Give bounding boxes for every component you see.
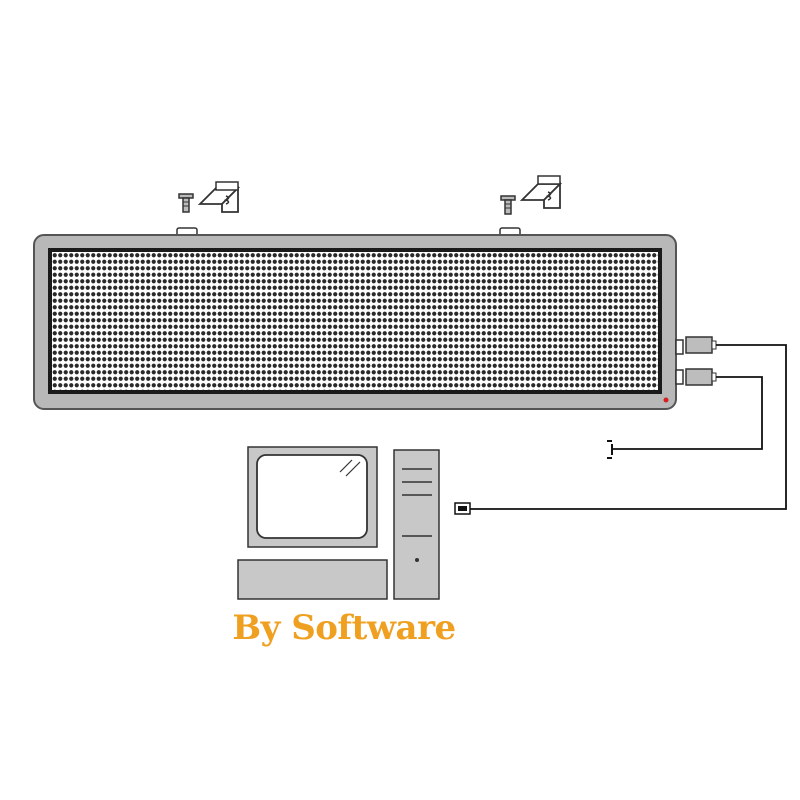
mounting-bracket-icon <box>197 181 241 213</box>
pc-tower-icon <box>393 449 440 600</box>
mounting-kit-right <box>500 175 563 215</box>
computer <box>237 446 440 600</box>
connector-icon <box>685 336 717 354</box>
led-sign <box>33 227 677 410</box>
mounting-kit-left <box>178 181 241 213</box>
power-cable <box>612 376 763 450</box>
power-plug-icon <box>607 440 613 459</box>
caption-by-software: By Software <box>232 608 456 648</box>
keyboard-icon <box>237 559 388 600</box>
connector-icon <box>454 502 471 515</box>
mounting-bracket-icon <box>519 175 563 209</box>
screw-icon <box>178 193 194 213</box>
connector-icon <box>685 368 717 386</box>
power-indicator-led <box>663 397 669 403</box>
monitor-icon <box>247 446 378 548</box>
data-cable <box>470 344 787 510</box>
led-matrix <box>52 252 658 390</box>
sign-ports <box>675 339 684 385</box>
screw-icon <box>500 195 516 215</box>
